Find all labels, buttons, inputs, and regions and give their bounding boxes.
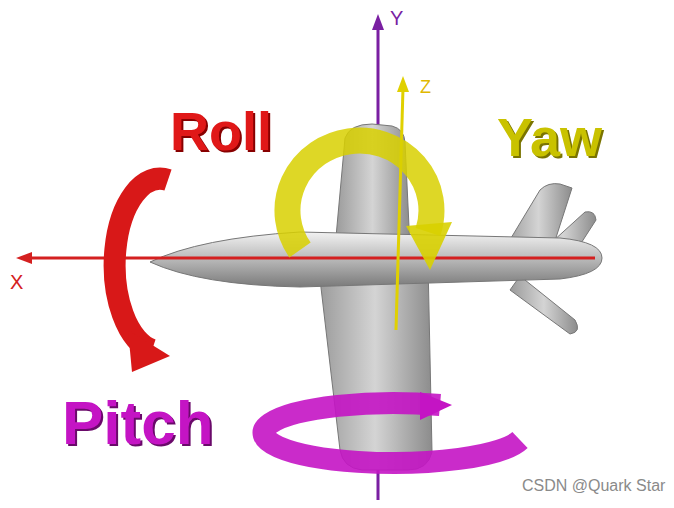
roll-arrowhead — [128, 330, 170, 372]
wing — [318, 262, 432, 470]
tail-plane — [510, 276, 578, 334]
y-axis-label: Y — [390, 8, 403, 28]
pitch-arrow — [264, 403, 520, 463]
pitch-label: Pitch — [62, 392, 214, 454]
watermark: CSDN @Quark Star — [522, 478, 665, 494]
x-arrowhead — [16, 252, 32, 264]
yaw-label: Yaw — [497, 110, 602, 164]
yaw-arrowhead — [406, 222, 452, 270]
x-axis-label: X — [10, 272, 23, 292]
yaw-arrow — [287, 141, 431, 250]
z-axis — [396, 88, 403, 330]
z-arrowhead — [397, 76, 409, 92]
roll-arrow — [115, 179, 168, 350]
z-axis-label: Z — [420, 78, 431, 96]
pitch-arrowhead — [420, 392, 452, 420]
roll-label: Roll — [170, 104, 272, 158]
y-arrowhead — [372, 14, 384, 30]
